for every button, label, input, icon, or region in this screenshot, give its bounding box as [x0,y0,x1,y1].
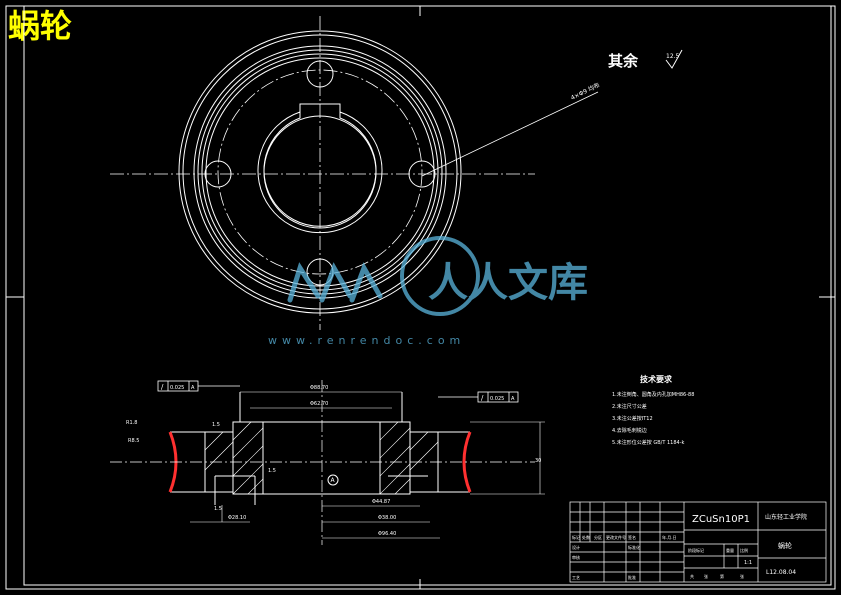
dim-bot3: Φ96.40 [378,531,396,537]
tol-left-value: 0.025 [170,385,184,391]
datum-a [327,474,339,486]
dim-bot2: Φ38.00 [378,515,396,521]
dim-height: 30 [535,458,541,464]
dim-top2: Φ62.70 [310,401,328,407]
tolerance-frame-right [438,391,519,403]
drawing-title: 蜗轮 [8,7,73,45]
dim-ch3: 1.5 [214,506,222,512]
dim-r1: R1.8 [126,420,137,426]
hub-ring [257,111,383,234]
outer-border [5,5,836,590]
tb-label: 更改文件号 [606,534,626,540]
tb-label: 工艺 [572,575,580,580]
dim-ch2: 1.5 [268,468,276,474]
tb-label: 签名 [628,534,636,540]
section-view [168,392,472,505]
dimension-lines [190,391,545,539]
tb-label: 年.月.日 [662,534,677,540]
title-block [569,501,827,583]
tech-item: 2.未注尺寸公差 [612,403,647,410]
watermark-text: 人人文库 [428,260,588,306]
tb-label: 批准 [628,574,636,580]
surface-note-value: 12.5 [666,53,680,60]
tol-left-symbol: / [161,383,164,391]
tb-drawing-no: L12.08.04 [766,569,796,576]
tol-left-datum: A [191,385,195,391]
tech-item: 5.未注形位公差按 GB/T 1184-k [612,439,685,446]
watermark-logo-icon [287,262,383,303]
section-centerlines [110,380,535,545]
tb-label: 第 [720,573,724,579]
inner-border [23,5,832,586]
dim-ch1: 1.5 [212,422,220,428]
tb-label: 设计 [572,544,580,550]
tb-label: 比例 [740,547,748,553]
tb-scale: 1:1 [744,560,752,566]
tech-item: 3.未注公差按IT12 [612,415,653,422]
roughness-symbol [665,49,683,69]
tb-label: 分区 [594,534,602,540]
dim-left: Φ28.10 [228,515,246,521]
tol-right-value: 0.025 [490,396,504,402]
tech-title: 技术要求 [640,374,673,384]
tb-label: 处数 [582,534,590,540]
tb-label: 张 [704,573,708,579]
tb-label: 阶段标记 [688,547,704,553]
tb-label: 标记 [572,534,580,540]
tb-label: 标准化 [628,544,640,550]
leader-line [421,91,599,177]
tb-label: 张 [740,573,744,579]
tol-right-symbol: / [481,394,484,402]
tb-label: 共 [690,573,694,579]
watermark-url: www.renrendoc.com [268,334,465,347]
tb-school: 山东轻工业学院 [765,513,807,521]
dim-r2: R8.5 [128,438,139,444]
surface-note-label: 其余 [608,52,639,70]
top-view-centerlines [110,16,535,330]
datum-a-label: A [331,477,336,484]
tol-right-datum: A [511,396,515,402]
section-hatch [204,421,439,495]
tech-list: 1.未注倒角、圆角及内孔加MH86-88 2.未注尺寸公差 3.未注公差按IT1… [612,391,694,446]
tolerance-frame-left [157,380,240,392]
dim-bot1: Φ44.87 [372,499,390,505]
watermark: 人人文库 www.renrendoc.com [268,236,588,347]
leader-text: 4×Φ9 均布 [569,81,601,102]
dim-top1: Φ88.70 [310,385,328,391]
tb-material: ZCuSn10P1 [692,514,750,525]
tb-label: 重量 [726,547,734,553]
tech-item: 4.去除毛刺锐边 [612,427,647,434]
tb-part-name: 蜗轮 [778,541,792,550]
tb-label: 审核 [572,554,580,560]
tech-item: 1.未注倒角、圆角及内孔加MH86-88 [612,391,694,398]
